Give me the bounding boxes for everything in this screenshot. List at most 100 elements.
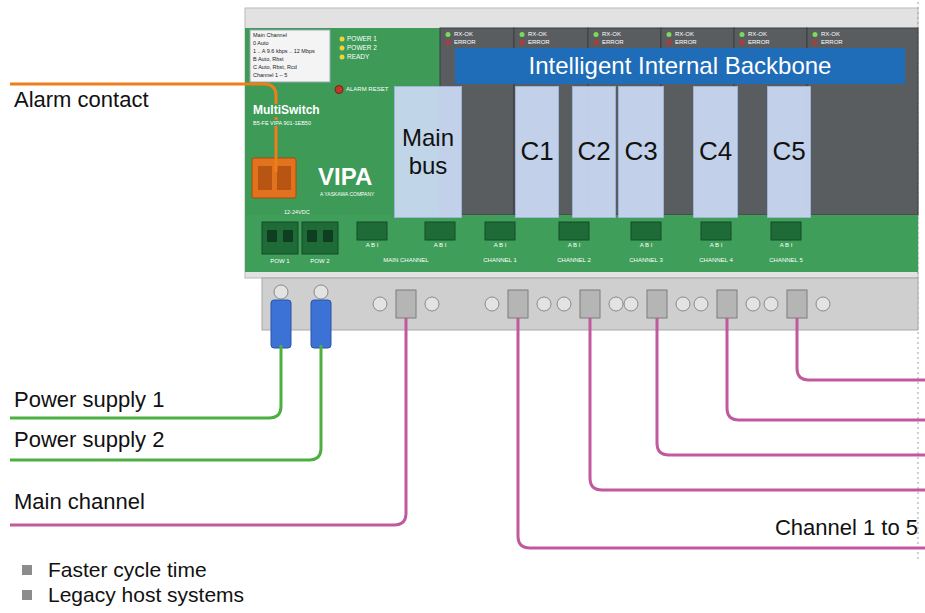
plate-text: 0 Auto — [253, 40, 269, 46]
bus-cable — [518, 318, 925, 548]
led — [667, 40, 672, 45]
led-label: RX-OK — [602, 31, 621, 38]
plate-text: Main Channel — [253, 32, 287, 38]
box-text: C4 — [699, 137, 732, 167]
bus-cable — [590, 318, 925, 490]
cable-clamp — [787, 290, 807, 318]
terminal-block — [701, 222, 731, 240]
callout-label: Alarm contact — [14, 88, 149, 112]
led-label: ERROR — [528, 39, 550, 46]
led — [667, 32, 672, 37]
led — [520, 40, 525, 45]
terminal-pins: A B I — [640, 242, 653, 249]
bus-cable — [657, 318, 925, 455]
led-label: ERROR — [454, 39, 476, 46]
power-wire — [10, 345, 321, 460]
screw — [676, 297, 690, 311]
power-connector — [302, 222, 338, 254]
terminal-pins: A B I — [568, 242, 581, 249]
bullet-square — [22, 590, 32, 600]
led — [446, 32, 451, 37]
led-label: RX-OK — [454, 31, 473, 38]
led — [740, 32, 745, 37]
callout-label: Main channel — [14, 490, 145, 514]
connector-slot — [258, 166, 272, 190]
plate-text: 1 .. A 9.6 kbps .. 12 Mbps — [253, 48, 315, 54]
screw — [425, 297, 439, 311]
reset-button — [335, 86, 343, 94]
channel-label: CHANNEL 5 — [769, 257, 802, 264]
bullet-square — [22, 565, 32, 575]
led-label: ERROR — [675, 39, 697, 46]
voltage-label: 12-24VDC — [284, 209, 310, 215]
terminal-strip — [245, 215, 918, 272]
led-label: ERROR — [748, 39, 770, 46]
box-text: C1 — [520, 137, 553, 167]
plate-text: Channel 1 – 5 — [253, 72, 287, 78]
box-text: Intelligent Internal Backbone — [529, 52, 832, 80]
box-text: C5 — [772, 137, 805, 167]
power-wire — [10, 345, 281, 418]
screw — [624, 297, 638, 311]
led-label: ERROR — [821, 39, 843, 46]
cable-clamp — [396, 290, 416, 318]
plate-text: B Auto, Rbst — [253, 56, 284, 62]
cable-clamp — [580, 290, 600, 318]
terminal-blocks — [357, 222, 801, 240]
screw — [537, 297, 551, 311]
channel-box: C4 — [693, 86, 738, 218]
screw — [274, 285, 288, 299]
led-label: POWER 1 — [347, 35, 377, 42]
led-label: RX-OK — [748, 31, 767, 38]
brand-logo: VIPA — [318, 164, 372, 190]
screw — [314, 285, 328, 299]
connector-slot — [277, 166, 291, 190]
feature-bullet: Legacy host systems — [48, 583, 244, 606]
terminal-block — [485, 222, 515, 240]
screw — [373, 297, 387, 311]
terminal-pins: A B I — [434, 242, 447, 249]
callout-label: Channel 1 to 5 — [775, 516, 918, 540]
bus-cable — [727, 318, 925, 420]
led-label: RX-OK — [821, 31, 840, 38]
power-connector — [262, 222, 298, 254]
power-strap — [271, 300, 291, 348]
power-strap — [311, 300, 331, 348]
screw — [485, 297, 499, 311]
box-text: Main bus — [398, 124, 458, 179]
screw — [816, 297, 830, 311]
led-label: READY — [347, 53, 369, 60]
terminal-pins: A B I — [710, 242, 723, 249]
order-number: B5-FE VIPA 901-1EB50 — [252, 120, 312, 126]
led — [813, 40, 818, 45]
screw — [694, 297, 708, 311]
channel-box: C3 — [618, 86, 664, 218]
led — [340, 46, 345, 51]
bus-cable — [797, 318, 925, 380]
box-text: C3 — [624, 137, 657, 167]
bus-box: Main bus — [394, 86, 462, 218]
cable-clamp — [717, 290, 737, 318]
alarm-wire — [10, 84, 276, 172]
terminal-block — [357, 222, 387, 240]
button-label: ALARM RESET — [346, 86, 388, 93]
led — [446, 40, 451, 45]
connector-hole — [323, 230, 333, 242]
screw — [557, 297, 571, 311]
terminal-block — [771, 222, 801, 240]
channel-box: C5 — [767, 86, 811, 218]
screw — [764, 297, 778, 311]
connector-hole — [267, 230, 277, 242]
terminal-pins: A B I — [494, 242, 507, 249]
channel-label: CHANNEL 2 — [557, 257, 590, 264]
screw — [746, 297, 760, 311]
led-label: RX-OK — [528, 31, 547, 38]
terminal-block — [631, 222, 661, 240]
led — [594, 32, 599, 37]
alarm-connector — [252, 158, 296, 198]
connector-hole — [283, 230, 293, 242]
led — [740, 40, 745, 45]
feature-bullet: Faster cycle time — [48, 558, 207, 581]
